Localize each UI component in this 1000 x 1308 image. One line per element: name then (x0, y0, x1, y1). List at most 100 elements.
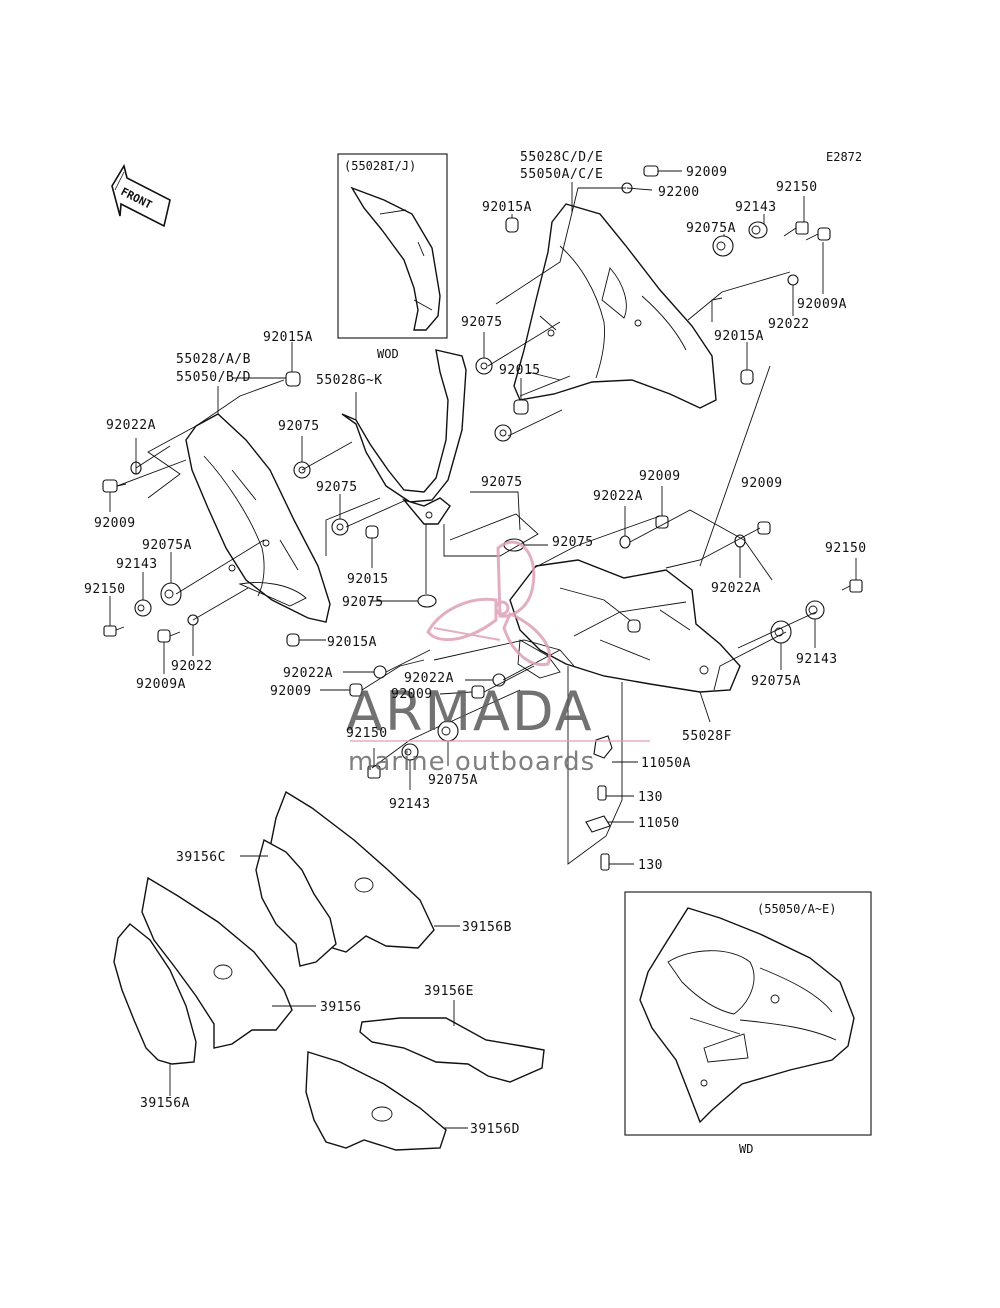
pad-39156 (141, 876, 293, 1049)
inset-wd: (55050/A~E) WD (624, 891, 872, 1156)
grommet-92075a-l (160, 582, 182, 606)
label-92009-r2: 92009 (741, 476, 783, 491)
label-39156c: 39156C (176, 850, 226, 865)
collar-55028f-top (627, 619, 641, 633)
grommet-92075a-r (770, 620, 792, 644)
label-92022a-r1: 92022A (593, 489, 643, 504)
watermark: ARMADA marine outboards (346, 540, 650, 777)
label-39156b: 39156B (462, 920, 512, 935)
label-130b: 130 (638, 858, 663, 873)
label-92075a-l: 92075A (142, 538, 192, 553)
label-92022a-b2: 92022A (404, 671, 454, 686)
bolt-92150-l (103, 625, 125, 637)
label-55050a: 55050A/C/E (520, 167, 603, 182)
label-92009-top: 92009 (686, 165, 728, 180)
collar-92015a-r (740, 369, 754, 385)
label-92150-r: 92150 (825, 541, 867, 556)
label-55028c: 55028C/D/E (520, 150, 603, 165)
grommet-92075-c3 (417, 594, 437, 608)
bolt-92009a-tr (805, 227, 831, 241)
label-39156: 39156 (320, 1000, 362, 1015)
label-92022a-l: 92022A (106, 418, 156, 433)
inset-wd-header: (55050/A~E) (757, 902, 836, 916)
label-92009a-tr: 92009A (797, 297, 847, 312)
diagram-code: E2872 (826, 150, 862, 164)
label-55028f: 55028F (682, 729, 732, 744)
label-92075-c2: 92075 (481, 475, 523, 490)
label-92022a-b1: 92022A (283, 666, 333, 681)
upper-cowl-right (513, 203, 717, 409)
label-39156e: 39156E (424, 984, 474, 999)
watermark-brand: ARMADA (346, 680, 594, 743)
inset-wod: (55028I/J) WOD (337, 153, 448, 361)
pad-39156e (359, 1017, 545, 1083)
label-92009a-l: 92009A (136, 677, 186, 692)
collar-92015-l (365, 525, 379, 539)
upper-cowl-left (185, 413, 331, 623)
label-55050b: 55050/B/D (176, 370, 251, 385)
label-55028: 55028/A/B (176, 352, 251, 367)
label-92075a-b: 92075A (428, 773, 478, 788)
label-92075-l2: 92075 (316, 480, 358, 495)
watermark-tagline: marine outboards (348, 747, 595, 777)
part-labels: 55028C/D/E 55050A/C/E 92009 92200 92150 … (84, 150, 867, 1137)
label-92022-l: 92022 (171, 659, 213, 674)
bolt-92150-r (841, 579, 863, 593)
grommet-92143-tr (748, 221, 768, 239)
inset-wod-header: (55028I/J) (344, 159, 416, 173)
nut-11050 (585, 815, 611, 833)
inset-wd-caption: WD (739, 1142, 753, 1156)
label-92143-r: 92143 (796, 652, 838, 667)
label-92015a-left: 92015A (263, 330, 313, 345)
label-92015a-bl: 92015A (327, 635, 377, 650)
bolt-92009-r2 (757, 521, 771, 535)
pad-39156d (305, 1051, 447, 1151)
label-92009-r1: 92009 (639, 469, 681, 484)
grommet-92075a-tr (712, 235, 734, 257)
label-92009-l: 92009 (94, 516, 136, 531)
grommet-92075-c1 (475, 357, 493, 375)
label-55028g: 55028G~K (316, 373, 383, 388)
grommet-92143-l (134, 599, 152, 617)
label-92022a-r2: 92022A (711, 581, 761, 596)
label-92143-l: 92143 (116, 557, 158, 572)
grommet-92143-r (805, 600, 825, 620)
label-11050a: 11050A (641, 756, 691, 771)
label-92015a-r: 92015A (714, 329, 764, 344)
bolt-92009-r1 (655, 515, 669, 529)
label-92075-l1: 92075 (278, 419, 320, 434)
label-92150-tr: 92150 (776, 180, 818, 195)
inset-wd-cowl (639, 907, 855, 1124)
nut-11050a (593, 735, 613, 759)
center-nose-cowl (341, 349, 467, 525)
label-92075-r: 92075 (552, 535, 594, 550)
label-92143-b: 92143 (389, 797, 431, 812)
front-arrow-icon: FRONT (111, 163, 171, 228)
collar-92015a-left (285, 371, 301, 387)
propeller-logo-icon (426, 540, 551, 667)
label-92015-c: 92015 (499, 363, 541, 378)
label-39156d: 39156D (470, 1122, 520, 1137)
label-11050: 11050 (638, 816, 680, 831)
screw-130b (600, 853, 610, 871)
label-92009-b1: 92009 (270, 684, 312, 699)
inset-wd-frame (624, 891, 872, 1136)
screw-130a (597, 785, 607, 801)
label-39156a: 39156A (140, 1096, 190, 1111)
bolt-92009-l (102, 479, 127, 493)
label-92150-l: 92150 (84, 582, 126, 597)
label-92015-l: 92015 (347, 572, 389, 587)
label-92009-b2: 92009 (391, 687, 433, 702)
label-92200: 92200 (658, 185, 700, 200)
label-92150-b: 92150 (346, 726, 388, 741)
leader-lines (109, 170, 857, 1129)
bolt-92009a-l (157, 629, 181, 643)
grommet-92075-c2 (494, 424, 512, 442)
pad-39156a (113, 923, 197, 1065)
inset-wod-panel (350, 186, 441, 331)
bolt-92150-tr (783, 221, 809, 237)
label-92075a-tr: 92075A (686, 221, 736, 236)
label-130a: 130 (638, 790, 663, 805)
collar-92015a-top (505, 217, 519, 233)
label-92075-c3: 92075 (342, 595, 384, 610)
